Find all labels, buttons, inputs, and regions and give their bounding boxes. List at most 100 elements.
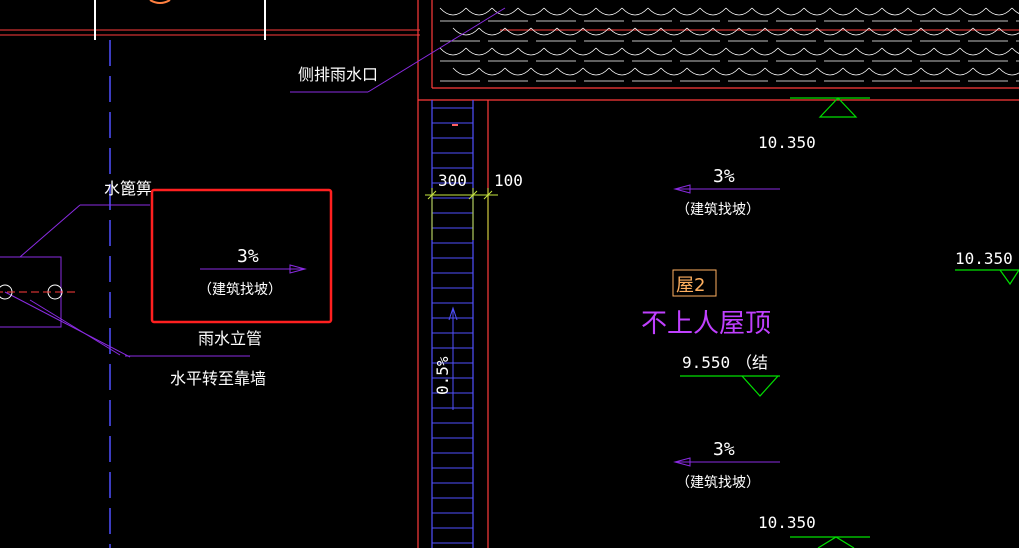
column-marks <box>94 0 266 40</box>
roof-tile <box>764 67 792 76</box>
slope-1-note: （建筑找坡） <box>198 282 282 298</box>
roof-tile <box>673 47 701 56</box>
roof-tile <box>673 7 701 16</box>
roof-tile <box>530 67 558 76</box>
roof-tile <box>634 27 662 36</box>
roof-tile <box>1011 7 1019 14</box>
roof-tile <box>907 7 935 16</box>
roof-tile <box>881 47 909 56</box>
roof-tile <box>686 67 714 76</box>
wall-outline <box>417 0 1019 548</box>
top-grid-lines <box>0 29 1019 36</box>
roof-tile <box>985 47 1013 56</box>
roof-tile <box>543 47 571 56</box>
slope-3-value: 3% <box>713 439 735 460</box>
roof-tile <box>894 27 922 36</box>
roof-tile <box>907 47 935 56</box>
roof-tile <box>725 7 753 16</box>
roof-tile <box>712 67 740 76</box>
roof-tile <box>517 7 545 16</box>
roof-tile <box>504 27 532 36</box>
roof-tile <box>608 27 636 36</box>
roof-tile <box>608 67 636 76</box>
roof-tile <box>439 47 467 56</box>
roof-tile <box>998 27 1019 36</box>
roof-tile <box>751 7 779 16</box>
roof-tile <box>439 7 467 16</box>
elevation-right-label: 10.350 <box>955 249 1013 268</box>
roof-tile <box>790 27 818 36</box>
roof-tile <box>972 67 1000 76</box>
roof-tile <box>842 67 870 76</box>
gutter-channel <box>431 100 474 548</box>
roof-tile <box>855 7 883 16</box>
roof-tile <box>491 7 519 16</box>
pipe-symbols <box>0 284 75 300</box>
roof-tile <box>946 27 974 36</box>
slope-2-value: 3% <box>713 166 735 187</box>
roof-tile <box>478 67 506 76</box>
roof-tile <box>868 27 896 36</box>
roof-tile <box>660 67 688 76</box>
roof-tile <box>959 47 987 56</box>
slope-arrow-2 <box>673 184 780 194</box>
roof-tile <box>972 27 1000 36</box>
elevation-marker-top <box>790 97 870 118</box>
roof-tile <box>452 27 480 36</box>
roof-tile <box>803 7 831 16</box>
roof-tile <box>920 67 948 76</box>
roof-tile <box>803 47 831 56</box>
roof-tile <box>881 7 909 16</box>
roof-tile <box>855 47 883 56</box>
roof-tile <box>569 7 597 16</box>
roof-tile <box>621 7 649 16</box>
roof-tile <box>712 27 740 36</box>
roof-tile <box>725 47 753 56</box>
elevation-marker-bottom <box>790 536 870 548</box>
roof-tile <box>1011 47 1019 54</box>
dim-300-label: 300 <box>438 171 467 190</box>
slope-3-note: （建筑找坡） <box>676 475 760 491</box>
slope-1-value: 3% <box>237 246 259 267</box>
roof-tile <box>556 27 584 36</box>
slope-arrow-1 <box>200 264 307 274</box>
roof-tile <box>933 47 961 56</box>
dim-100-label: 100 <box>494 171 523 190</box>
roof-tile <box>751 47 779 56</box>
slope-2-note: （建筑找坡） <box>676 202 760 218</box>
roof-tile <box>933 7 961 16</box>
roof-tile <box>842 27 870 36</box>
dimension-line <box>425 188 498 240</box>
slope-vertical-label: 0.5% <box>433 356 452 395</box>
slope-arrow-3 <box>673 457 780 467</box>
roof-tile <box>790 67 818 76</box>
roof-tile <box>738 27 766 36</box>
horizontal-to-wall-label: 水平转至靠墙 <box>170 369 266 388</box>
roof-tile <box>829 47 857 56</box>
side-drain-label: 侧排雨水口 <box>298 65 378 84</box>
roof-tile <box>556 67 584 76</box>
roof-tile <box>621 47 649 56</box>
roof-tile <box>699 7 727 16</box>
roof-tile <box>543 7 571 16</box>
roof-tile <box>452 67 480 76</box>
roof-tile <box>504 67 532 76</box>
vertical-slope-arrow <box>448 306 458 410</box>
roof-tile <box>764 27 792 36</box>
elevation-mid-suffix: （结 <box>736 353 768 372</box>
roof-tile <box>946 67 974 76</box>
roof-tile <box>647 47 675 56</box>
roof-tile <box>959 7 987 16</box>
roof-tile <box>634 67 662 76</box>
elevation-marker-mid <box>680 375 780 397</box>
roof-tile <box>777 7 805 16</box>
roof-tile <box>530 27 558 36</box>
roof-tile <box>985 7 1013 16</box>
roof-tile <box>647 7 675 16</box>
roof-tile <box>699 47 727 56</box>
roof-tile <box>998 67 1019 76</box>
highlight-box[interactable] <box>150 188 333 324</box>
roof-tile <box>465 7 493 16</box>
roof-tile <box>829 7 857 16</box>
